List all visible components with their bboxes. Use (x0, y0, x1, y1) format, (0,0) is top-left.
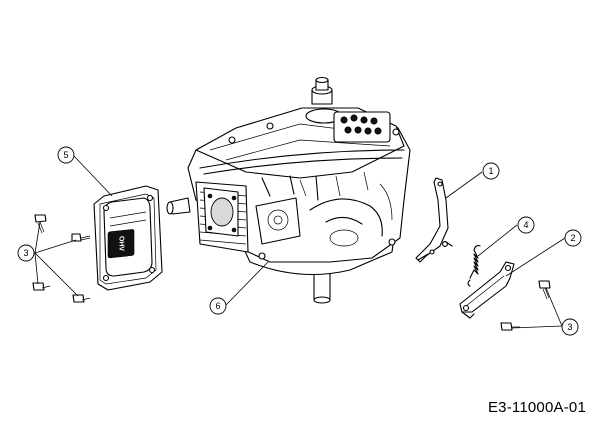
drawing-code: E3-11000A-01 (487, 399, 586, 416)
callout-6: 6 (209, 297, 227, 315)
spring-bracket (459, 261, 515, 319)
callout-label: 3 (23, 248, 28, 258)
leader-lines (34, 154, 566, 329)
bolt (34, 214, 47, 234)
callout-label: 4 (523, 220, 528, 230)
callout-3-left: 3 (17, 244, 35, 262)
breather-holes (333, 111, 391, 143)
bolts-left (32, 214, 91, 303)
ohv-badge: OHV (118, 236, 125, 252)
bolts-right (500, 280, 551, 331)
bolt (72, 294, 91, 303)
governor-lever (415, 177, 453, 263)
callout-5: 5 (57, 146, 75, 164)
callout-2: 2 (564, 229, 582, 247)
bolt (538, 280, 551, 300)
callout-label: 3 (567, 322, 572, 332)
bolt (71, 233, 91, 242)
callout-3-right: 3 (561, 318, 579, 336)
engine-block (166, 76, 411, 304)
bolt (32, 282, 51, 291)
callout-4: 4 (517, 216, 535, 234)
callout-label: 5 (63, 150, 68, 160)
callout-1: 1 (482, 162, 500, 180)
callout-label: 1 (488, 166, 493, 176)
bolt (500, 322, 520, 331)
valve-cover: OHV (93, 185, 163, 291)
governor-spring (467, 244, 481, 287)
callout-label: 6 (215, 301, 220, 311)
callout-label: 2 (570, 233, 575, 243)
